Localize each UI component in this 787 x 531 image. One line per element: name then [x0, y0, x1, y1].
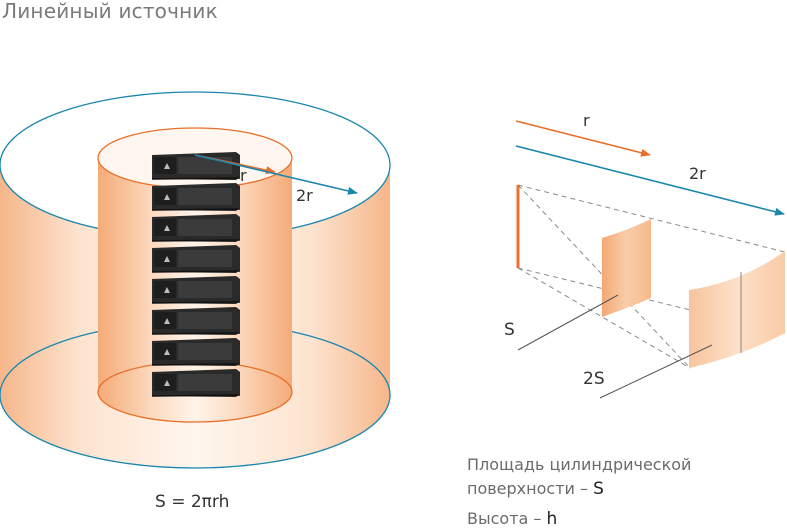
legend-surface-text2: поверхности – [467, 479, 588, 498]
page-title: Линейный источник [2, 0, 218, 23]
legend-height-text: Высота – [467, 509, 542, 528]
speaker-cabinet [151, 152, 241, 180]
left-2r-label: 2r [296, 186, 313, 205]
legend-surface-line1: Площадь цилиндрической [467, 453, 691, 477]
speaker-cabinet [151, 245, 241, 273]
speaker-cabinet [151, 276, 241, 304]
legend-height-symbol: h [546, 509, 558, 529]
speaker-cabinet [151, 183, 241, 211]
line-array-speakers [151, 152, 241, 397]
right-radius-arrows: r 2r [515, 111, 785, 216]
speaker-cabinet [151, 307, 241, 335]
speaker-cabinet [151, 369, 241, 397]
legend-surface-text: Площадь цилиндрической [467, 455, 692, 474]
r-arrow-right [515, 120, 651, 157]
left-radius-arrows: r 2r [194, 154, 358, 205]
2r-arrow-right [515, 145, 785, 216]
speaker-cabinet [151, 214, 241, 242]
label-S: S [504, 320, 515, 340]
2r-arrow [194, 154, 358, 195]
legend-height: Высота – h [467, 507, 557, 531]
legend-surface-line2: поверхности – S [467, 477, 604, 501]
speaker-cabinet [151, 338, 241, 366]
right-2r-label: 2r [689, 164, 706, 183]
surface-patch-2S [689, 251, 785, 368]
leader-lines [517, 294, 713, 399]
surface-patch-S [602, 219, 651, 317]
legend-surface-symbol: S [593, 479, 604, 499]
left-r-label: r [240, 166, 247, 185]
label-2S: 2S [583, 369, 605, 389]
area-formula: S = 2πrh [155, 492, 230, 512]
right-r-label: r [583, 111, 590, 130]
